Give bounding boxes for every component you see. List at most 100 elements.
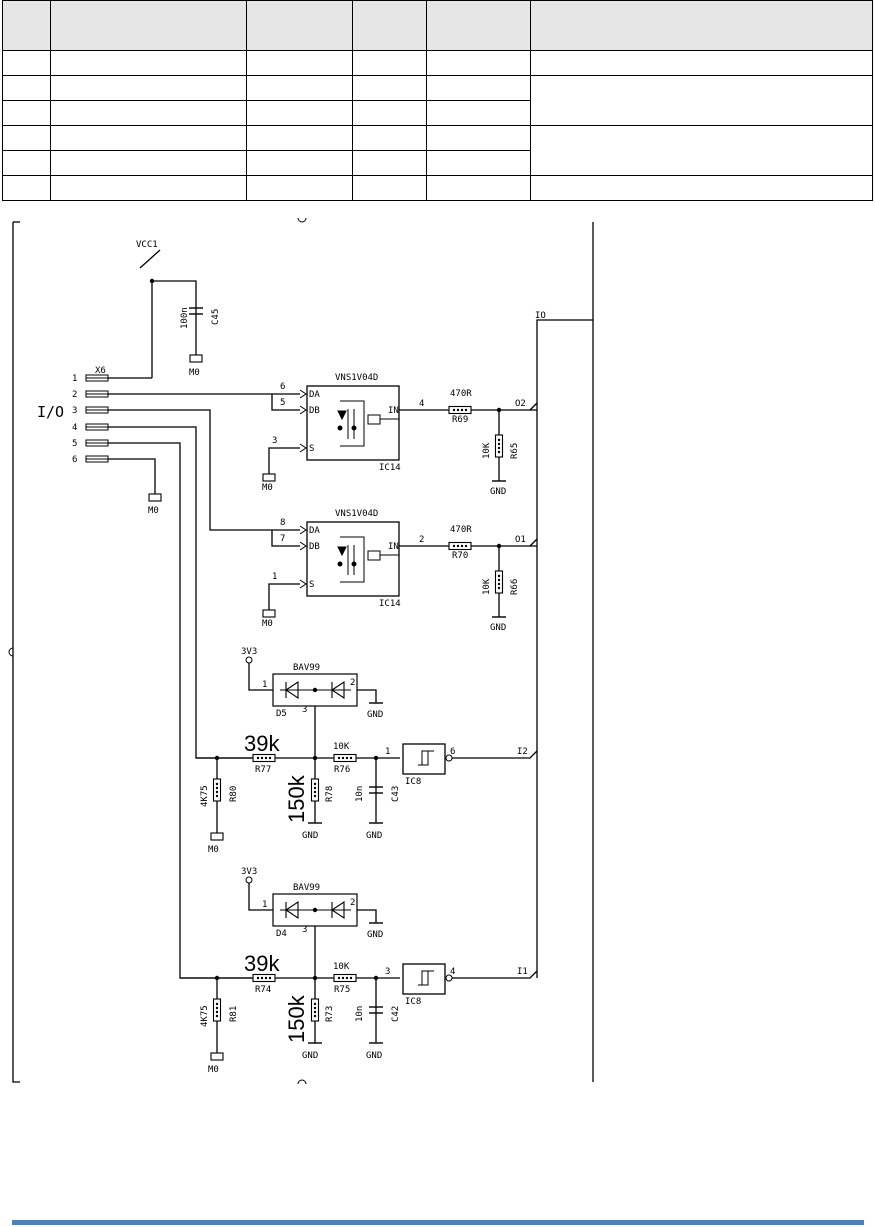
resistor-pad	[256, 756, 260, 760]
pin-name-db: DB	[309, 542, 320, 552]
wire	[248, 663, 276, 691]
table-cell	[426, 125, 531, 151]
resistor-pad	[264, 756, 268, 760]
fet-zener	[337, 410, 347, 421]
pin-number: 3	[272, 436, 277, 446]
connector-label: I/O	[37, 403, 64, 421]
table-row	[2, 175, 873, 201]
table-cell	[246, 175, 353, 201]
resistor-symbol	[252, 753, 276, 763]
resistor-ref: R78	[325, 786, 335, 802]
vcc-label: VCC1	[136, 240, 158, 250]
wire	[248, 883, 276, 911]
pin-number: 1	[272, 572, 277, 582]
fet-node	[337, 425, 343, 431]
table-cell	[426, 75, 531, 101]
resistor-symbol	[310, 998, 320, 1022]
resistor-symbol	[494, 570, 504, 594]
resistor-value: 4K75	[200, 785, 210, 807]
schematic-wires	[12, 221, 594, 1083]
resistor-pad	[313, 794, 317, 798]
wire	[108, 458, 156, 494]
table-row	[2, 75, 873, 126]
resistor-ref: R66	[510, 579, 520, 595]
cap-ref: C42	[391, 1006, 401, 1022]
gnd-label: GND	[302, 831, 318, 841]
table-cell	[246, 100, 353, 126]
driver-ic-body	[306, 521, 400, 597]
table-cell	[50, 100, 247, 126]
resistor-ref: R77	[255, 765, 271, 775]
hysteresis-symbol	[418, 970, 434, 986]
resistor-pad	[497, 582, 501, 586]
frame-mark	[297, 1079, 307, 1085]
resistor-value-large: 39k	[244, 951, 280, 976]
gnd-label: M0	[208, 845, 219, 855]
resistor-value-large: 39k	[244, 731, 280, 756]
resistor-pad	[497, 446, 501, 450]
table-header-cell	[246, 0, 353, 51]
resistor-pad	[345, 976, 349, 980]
wire	[271, 530, 300, 547]
pin-number: 2	[350, 898, 355, 908]
table-cell	[50, 50, 247, 76]
vcc-stub	[139, 249, 161, 269]
wire	[357, 689, 377, 703]
resistor-pad	[497, 574, 501, 578]
table-header-cell	[2, 0, 51, 51]
diode-part-name: BAV99	[293, 663, 320, 673]
mosfet-symbol	[337, 400, 399, 447]
table-row	[2, 100, 873, 126]
gnd-label: GND	[490, 623, 506, 633]
bus-line	[536, 319, 593, 978]
pin-arrow	[299, 541, 307, 551]
resistor-ref: R69	[452, 415, 468, 425]
table-cell	[352, 100, 427, 126]
resistor-ref: R81	[229, 1006, 239, 1022]
gnd-label: GND	[490, 487, 506, 497]
cap-value: 100n	[180, 307, 190, 329]
pin-number: 3	[302, 925, 307, 935]
diode-b	[331, 680, 345, 700]
resistor-value-large: 150k	[284, 994, 309, 1043]
table-cell	[2, 100, 51, 126]
junction-dot	[496, 543, 502, 549]
supply-label: 3V3	[241, 647, 257, 657]
frame-left	[12, 222, 20, 1083]
inverter-bubble	[445, 754, 453, 762]
resistor-pad	[497, 578, 501, 582]
resistor-pad	[460, 544, 464, 548]
hysteresis-symbol	[418, 750, 434, 766]
gnd-label: GND	[302, 1051, 318, 1061]
resistor-symbol	[333, 753, 357, 763]
wire	[151, 280, 197, 378]
pin-number: 2	[350, 678, 355, 688]
table-cell	[246, 125, 353, 151]
resistor-ref: R73	[325, 1006, 335, 1022]
ic-ref: IC8	[405, 997, 421, 1007]
resistor-pad	[313, 1014, 317, 1018]
resistor-symbol	[252, 973, 276, 983]
resistor-pad	[452, 544, 456, 548]
pin-number: 6	[450, 747, 455, 757]
junction-dot	[496, 407, 502, 413]
table-cell	[352, 150, 427, 176]
table-cell	[352, 50, 427, 76]
resistor-pad	[215, 794, 219, 798]
cap-value: 10n	[355, 786, 365, 802]
resistor-pad	[341, 756, 345, 760]
cap-ref: C45	[211, 309, 221, 325]
pin-number: 3	[385, 967, 390, 977]
gnd-label: GND	[367, 710, 383, 720]
gnd-label: M0	[148, 506, 159, 516]
junction-dot	[373, 975, 379, 981]
resistor-pad	[215, 790, 219, 794]
resistor-value: 10K	[482, 578, 492, 595]
resistor-pad	[268, 976, 272, 980]
pin-number: 7	[280, 534, 285, 544]
pin-number: 1	[262, 680, 267, 690]
connector-pin-number: 5	[72, 439, 77, 449]
schmitt-gate-body	[402, 743, 446, 775]
resistor-pad	[313, 1010, 317, 1014]
